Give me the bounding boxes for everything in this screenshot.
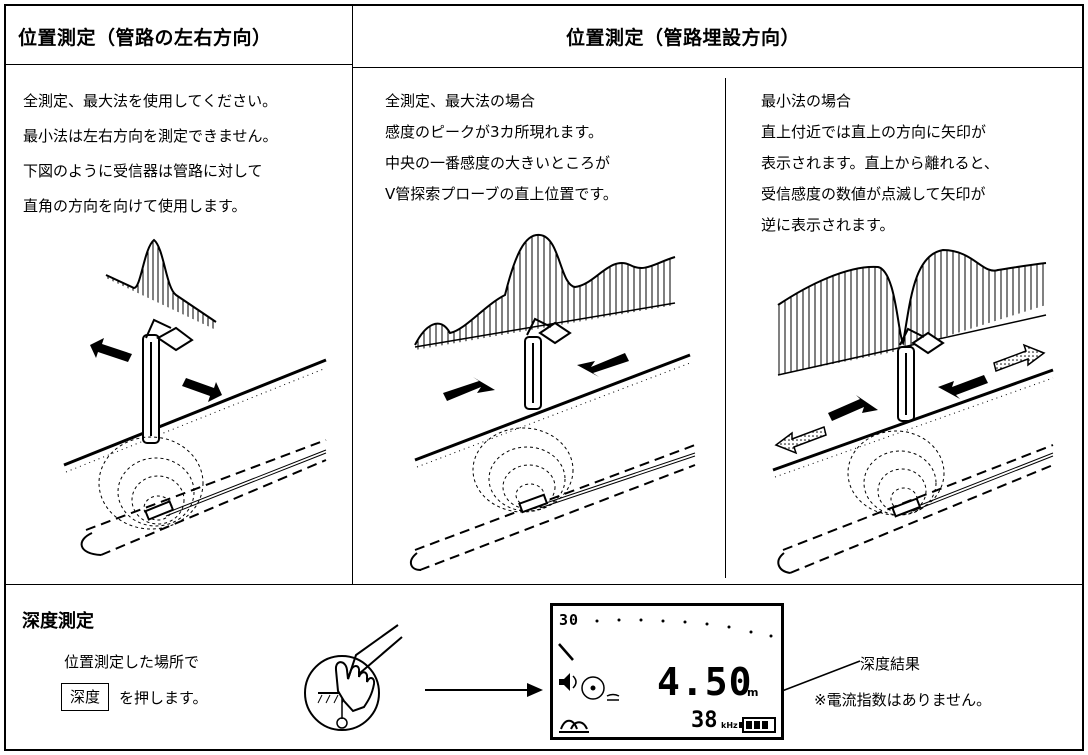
arrow-right-icon [828,395,878,421]
antenna-icon [559,719,589,733]
target-icon [581,676,620,701]
depth-key-button[interactable]: 深度 [61,683,110,711]
lcd-graphics [558,618,776,733]
arrow-right-icon [443,377,495,401]
depth-instruction-suffix: を押します。 [119,688,208,707]
lcd-scale-value: 30 [559,611,580,629]
text-line: 全測定、最大法の場合 [385,92,536,110]
depth-instruction-line1: 位置測定した場所で [64,653,200,671]
divider-left-right [352,6,353,584]
text-line: 感度のピークが3カ所現れます。 [385,123,604,141]
lcd-frequency-value: 38 [691,708,718,733]
text-line: 中央の一番感度の大きいところが [385,154,611,172]
arrow-left-icon [938,375,988,399]
result-leader-line [781,660,861,692]
left-description: 全測定、最大法を使用してください。 最小法は左右方向を測定できません。 下図のよ… [23,86,278,222]
text-line: V管探索プローブの直上位置です。 [385,185,618,203]
depth-instruction-line2: 深度 を押します。 [61,683,208,711]
left-section-illustration [63,238,327,556]
depth-section-title: 深度測定 [22,611,94,632]
text-line: 全測定、最大法を使用してください。 [23,92,278,110]
text-line: 直角の方向を向けて使用します。 [23,197,247,215]
text-line: 下図のように受信器は管路に対して [23,162,263,180]
battery-icon [739,717,776,733]
arrow-left-icon [577,353,629,377]
header-bottom-left [6,64,352,65]
page-frame [4,4,1084,751]
left-section-title: 位置測定（管路の左右方向） [18,27,272,49]
max-method-description: 全測定、最大法の場合 感度のピークが3カ所現れます。 中央の一番感度の大きいとこ… [385,86,618,210]
header-bottom-right [352,67,1082,68]
depth-result-label: 深度結果 [860,655,921,673]
lcd-frequency-unit: kHz [721,721,738,730]
receiver-device [142,318,194,444]
arrow-right-icon [182,378,222,402]
min-method-illustration [772,248,1054,574]
text-line: 受信感度の数値が点滅して矢印が [761,185,986,203]
min-method-description: 最小法の場合 直上付近では直上の方向に矢印が 表示されます。直上から離れると、 … [761,86,999,241]
text-line: 最小法は左右方向を測定できません。 [23,127,278,145]
depth-note: ※電流指数はありません。 [814,691,992,709]
arrow-dotted-left-icon [774,426,827,455]
lcd-display: 30 4.50 [550,603,784,740]
receiver-device [897,327,945,422]
lcd-depth-value: 4.50 [657,660,753,704]
lcd-depth-unit: m [747,686,759,699]
text-line: 表示されます。直上から離れると、 [761,154,999,172]
max-method-illustration [409,233,696,571]
arrow-left-icon [90,338,132,362]
text-line: 直上付近では直上の方向に矢印が [761,123,987,141]
text-line: 逆に表示されます。 [761,216,895,234]
bottom-section-divider [6,584,1082,585]
receiver-device [524,317,572,410]
right-section-title: 位置測定（管路埋設方向） [566,27,801,49]
divider-max-min [725,78,726,578]
finger-press-icon [304,624,403,731]
speaker-icon [559,673,577,691]
text-line: 最小法の場合 [761,92,852,110]
arrow-to-display-icon [425,683,543,697]
arrow-dotted-right-icon [993,343,1046,372]
